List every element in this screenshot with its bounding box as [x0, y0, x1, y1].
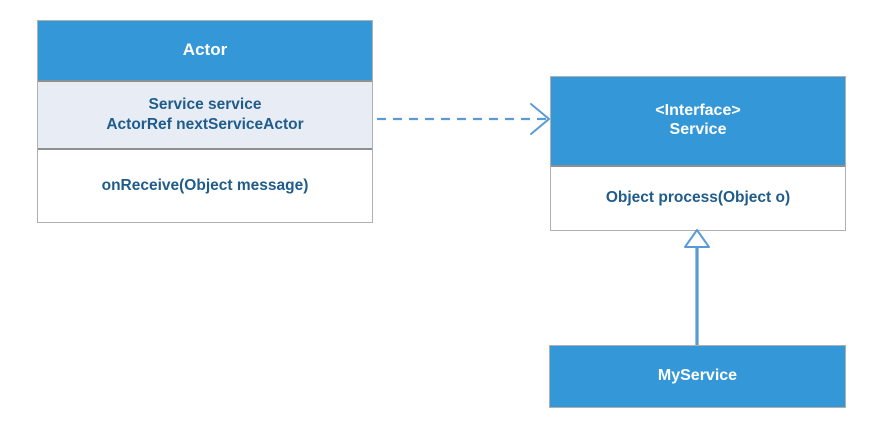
dependency-open-arrowhead: [530, 103, 550, 135]
realization-myservice-to-service: [684, 229, 710, 345]
class-name-myservice: MyService: [657, 367, 738, 385]
attribute-item: Service service: [148, 95, 262, 113]
class-box-service[interactable]: <Interface> Service Object process(Objec…: [550, 76, 846, 231]
class-header-myservice: MyService: [550, 346, 845, 407]
class-stereotype-service: <Interface>: [655, 102, 741, 120]
class-attributes-actor: Service service ActorRef nextServiceActo…: [38, 80, 372, 148]
realization-hollow-triangle-arrowhead: [684, 229, 710, 248]
class-name-service: Service: [669, 121, 727, 138]
class-box-myservice[interactable]: MyService: [549, 345, 846, 408]
attribute-item: ActorRef nextServiceActor: [106, 116, 304, 133]
dependency-actor-to-service: [377, 103, 550, 135]
class-header-actor: Actor: [38, 21, 372, 80]
class-header-service: <Interface> Service: [551, 77, 845, 165]
class-name-actor: Actor: [182, 40, 228, 60]
class-operations-actor: onReceive(Object message): [38, 148, 372, 222]
operation-item: onReceive(Object message): [101, 176, 309, 194]
operation-item: Object process(Object o): [605, 189, 791, 207]
class-box-actor[interactable]: Actor Service service ActorRef nextServi…: [37, 20, 373, 223]
class-operations-service: Object process(Object o): [551, 165, 845, 230]
